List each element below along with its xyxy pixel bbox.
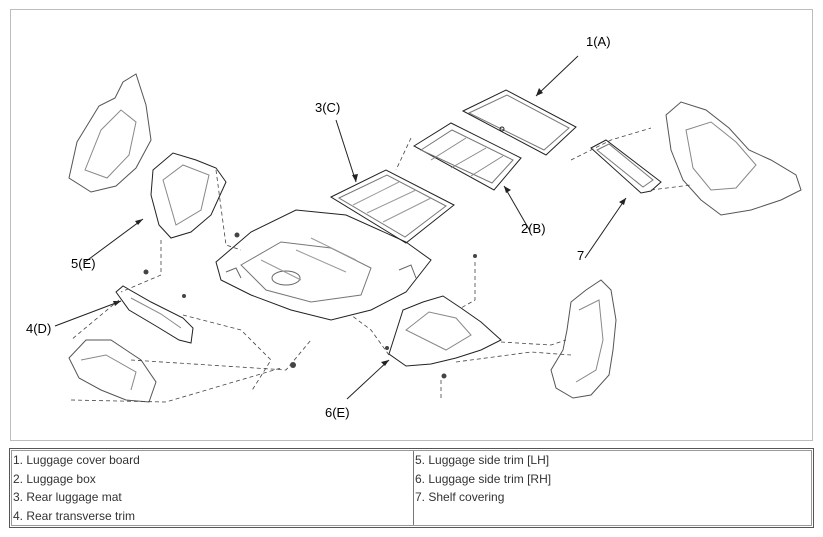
floor-panel [215,209,432,321]
callout-3: 3(C) [315,100,341,115]
callout-6: 6(E) [325,405,350,420]
leader-4 [54,300,122,327]
leader-5 [84,218,144,263]
luggage-side-trim-lh [150,152,227,239]
callout-2: 2(B) [521,221,546,236]
parts-legend-table: 1. Luggage cover board 2. Luggage box 3.… [9,448,814,528]
right-lower-panel [550,279,617,399]
luggage-side-trim-rh [388,295,502,367]
leader-1 [535,55,579,97]
legend-item: 5. Luggage side trim [LH] [415,453,550,467]
callout-5: 5(E) [71,256,96,271]
legend-item: 1. Luggage cover board [13,453,140,467]
leader-2 [503,185,531,232]
left-body-panel [68,73,152,193]
leader-3 [335,119,357,183]
diagram-drawing [54,55,802,403]
callout-7: 7 [577,248,585,263]
rear-luggage-mat [329,169,455,244]
exploded-diagram: 1(A) 2(B) 3(C) 4(D) 5(E) 6(E) 7 [10,9,813,441]
legend-item: 6. Luggage side trim [RH] [415,471,552,486]
luggage-box [413,122,522,191]
leader-7 [584,197,627,259]
shelf-covering [590,139,662,194]
rear-transverse-trim [115,285,194,344]
legend-item: 2. Luggage box [13,471,96,486]
leader-6 [346,359,390,400]
legend-item: 7. Shelf covering [415,490,505,504]
left-lower-panel [68,339,157,403]
luggage-cover-board [461,89,577,156]
callout-4: 4(D) [26,321,52,336]
callout-1: 1(A) [586,34,611,49]
right-body-panel [665,101,802,216]
legend-item: 4. Rear transverse trim [13,508,136,523]
legend-column-left: 1. Luggage cover board 2. Luggage box 3.… [12,451,414,525]
legend-column-right: 5. Luggage side trim [LH] 6. Luggage sid… [414,451,811,525]
legend-item: 3. Rear luggage mat [13,490,122,504]
